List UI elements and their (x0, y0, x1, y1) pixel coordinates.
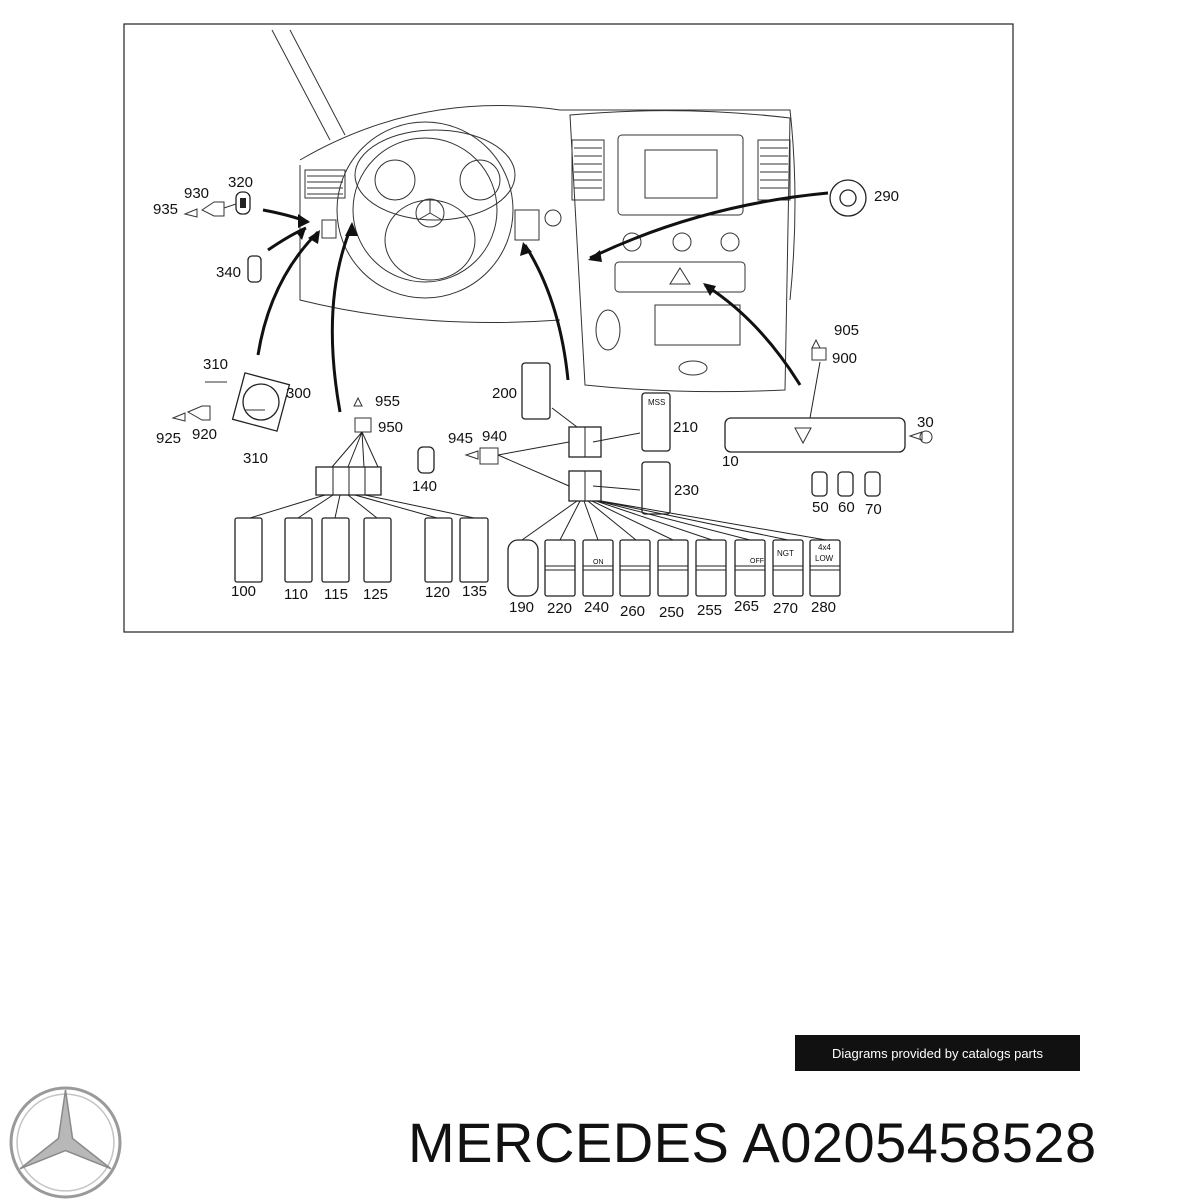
switch-3 (363, 517, 392, 583)
part-label-70: 70 (865, 501, 882, 518)
switch-6 (507, 539, 539, 597)
switch-7 (544, 539, 576, 597)
switch-12 (734, 539, 766, 597)
diagram-frame (123, 23, 1014, 633)
part-label-310: 310 (203, 356, 228, 373)
part-label-320: 320 (228, 174, 253, 191)
arrowheads (296, 214, 716, 296)
switch-divider (583, 565, 613, 571)
part-label-935: 935 (153, 201, 178, 218)
switch-divider (773, 565, 803, 571)
switch-9 (619, 539, 651, 597)
switch-13 (772, 539, 804, 597)
part-label-310: 310 (243, 450, 268, 467)
part-number-labels: 930 320 935 340 290 905 900 310 300 925 920 310 955 9… (153, 174, 934, 621)
switch-divider (545, 565, 575, 571)
part-label-135: 135 (462, 583, 487, 600)
part-label-265: 265 (734, 598, 759, 615)
part-label-940: 940 (482, 428, 507, 445)
part-label-125: 125 (363, 586, 388, 603)
switch-10 (657, 539, 689, 597)
part-label-110: 110 (284, 586, 308, 603)
part-label-250: 250 (659, 604, 684, 621)
part-label-10: 10 (722, 453, 739, 470)
part-label-905: 905 (834, 322, 859, 339)
part-label-60: 60 (838, 499, 855, 516)
part-label-120: 120 (425, 584, 450, 601)
switch-1 (284, 517, 313, 583)
part-label-200: 200 (492, 385, 517, 402)
part-label-100: 100 (231, 583, 256, 600)
switch-text-240: ON (593, 559, 604, 566)
switch-divider (658, 565, 688, 571)
switch-divider (620, 565, 650, 571)
part-label-240: 240 (584, 599, 609, 616)
part-label-50: 50 (812, 499, 829, 516)
switch-5 (459, 517, 489, 583)
part-label-115: 115 (324, 586, 348, 603)
part-label-280: 280 (811, 599, 836, 616)
switch-11 (695, 539, 727, 597)
part-label-930: 930 (184, 185, 209, 202)
switch-row (234, 517, 841, 597)
part-label-260: 260 (620, 603, 645, 620)
switch-text-270: NGT (777, 549, 794, 558)
switch-4 (424, 517, 453, 583)
components (171, 179, 933, 541)
part-label-900: 900 (832, 350, 857, 367)
switch-text-265: OFF (750, 558, 764, 565)
part-label-945: 945 (448, 430, 473, 447)
part-label-925: 925 (156, 430, 181, 447)
switch-14 (809, 539, 841, 597)
part-label-920: 920 (192, 426, 217, 443)
part-label-30: 30 (917, 414, 934, 431)
part-label-210: 210 (673, 419, 698, 436)
part-label-290: 290 (874, 188, 899, 205)
switch-8 (582, 539, 614, 597)
part-label-190: 190 (509, 599, 534, 616)
switch-text-280-line2: LOW (815, 554, 834, 563)
switch-0 (234, 517, 263, 583)
part-label-220: 220 (547, 600, 572, 617)
part-label-255: 255 (697, 602, 722, 619)
switch-divider (810, 565, 840, 571)
part-label-340: 340 (216, 264, 241, 281)
part-label-270: 270 (773, 600, 798, 617)
switch-text-280-line1: 4x4 (818, 543, 831, 552)
credit-banner: Diagrams provided by catalogs parts (795, 1035, 1080, 1071)
part-label-300: 300 (286, 385, 311, 402)
part-label-140: 140 (412, 478, 437, 495)
switch-text-210: MSS (648, 398, 665, 407)
arrows (256, 191, 829, 413)
page-title: MERCEDES A0205458528 (408, 1111, 1097, 1174)
part-label-955: 955 (375, 393, 400, 410)
switch-2 (321, 517, 350, 583)
dashboard-drawing (271, 29, 796, 393)
mercedes-star-logo (9, 1086, 122, 1199)
part-label-230: 230 (674, 482, 699, 499)
switch-divider (735, 565, 765, 571)
part-label-950: 950 (378, 419, 403, 436)
switch-divider (696, 565, 726, 571)
